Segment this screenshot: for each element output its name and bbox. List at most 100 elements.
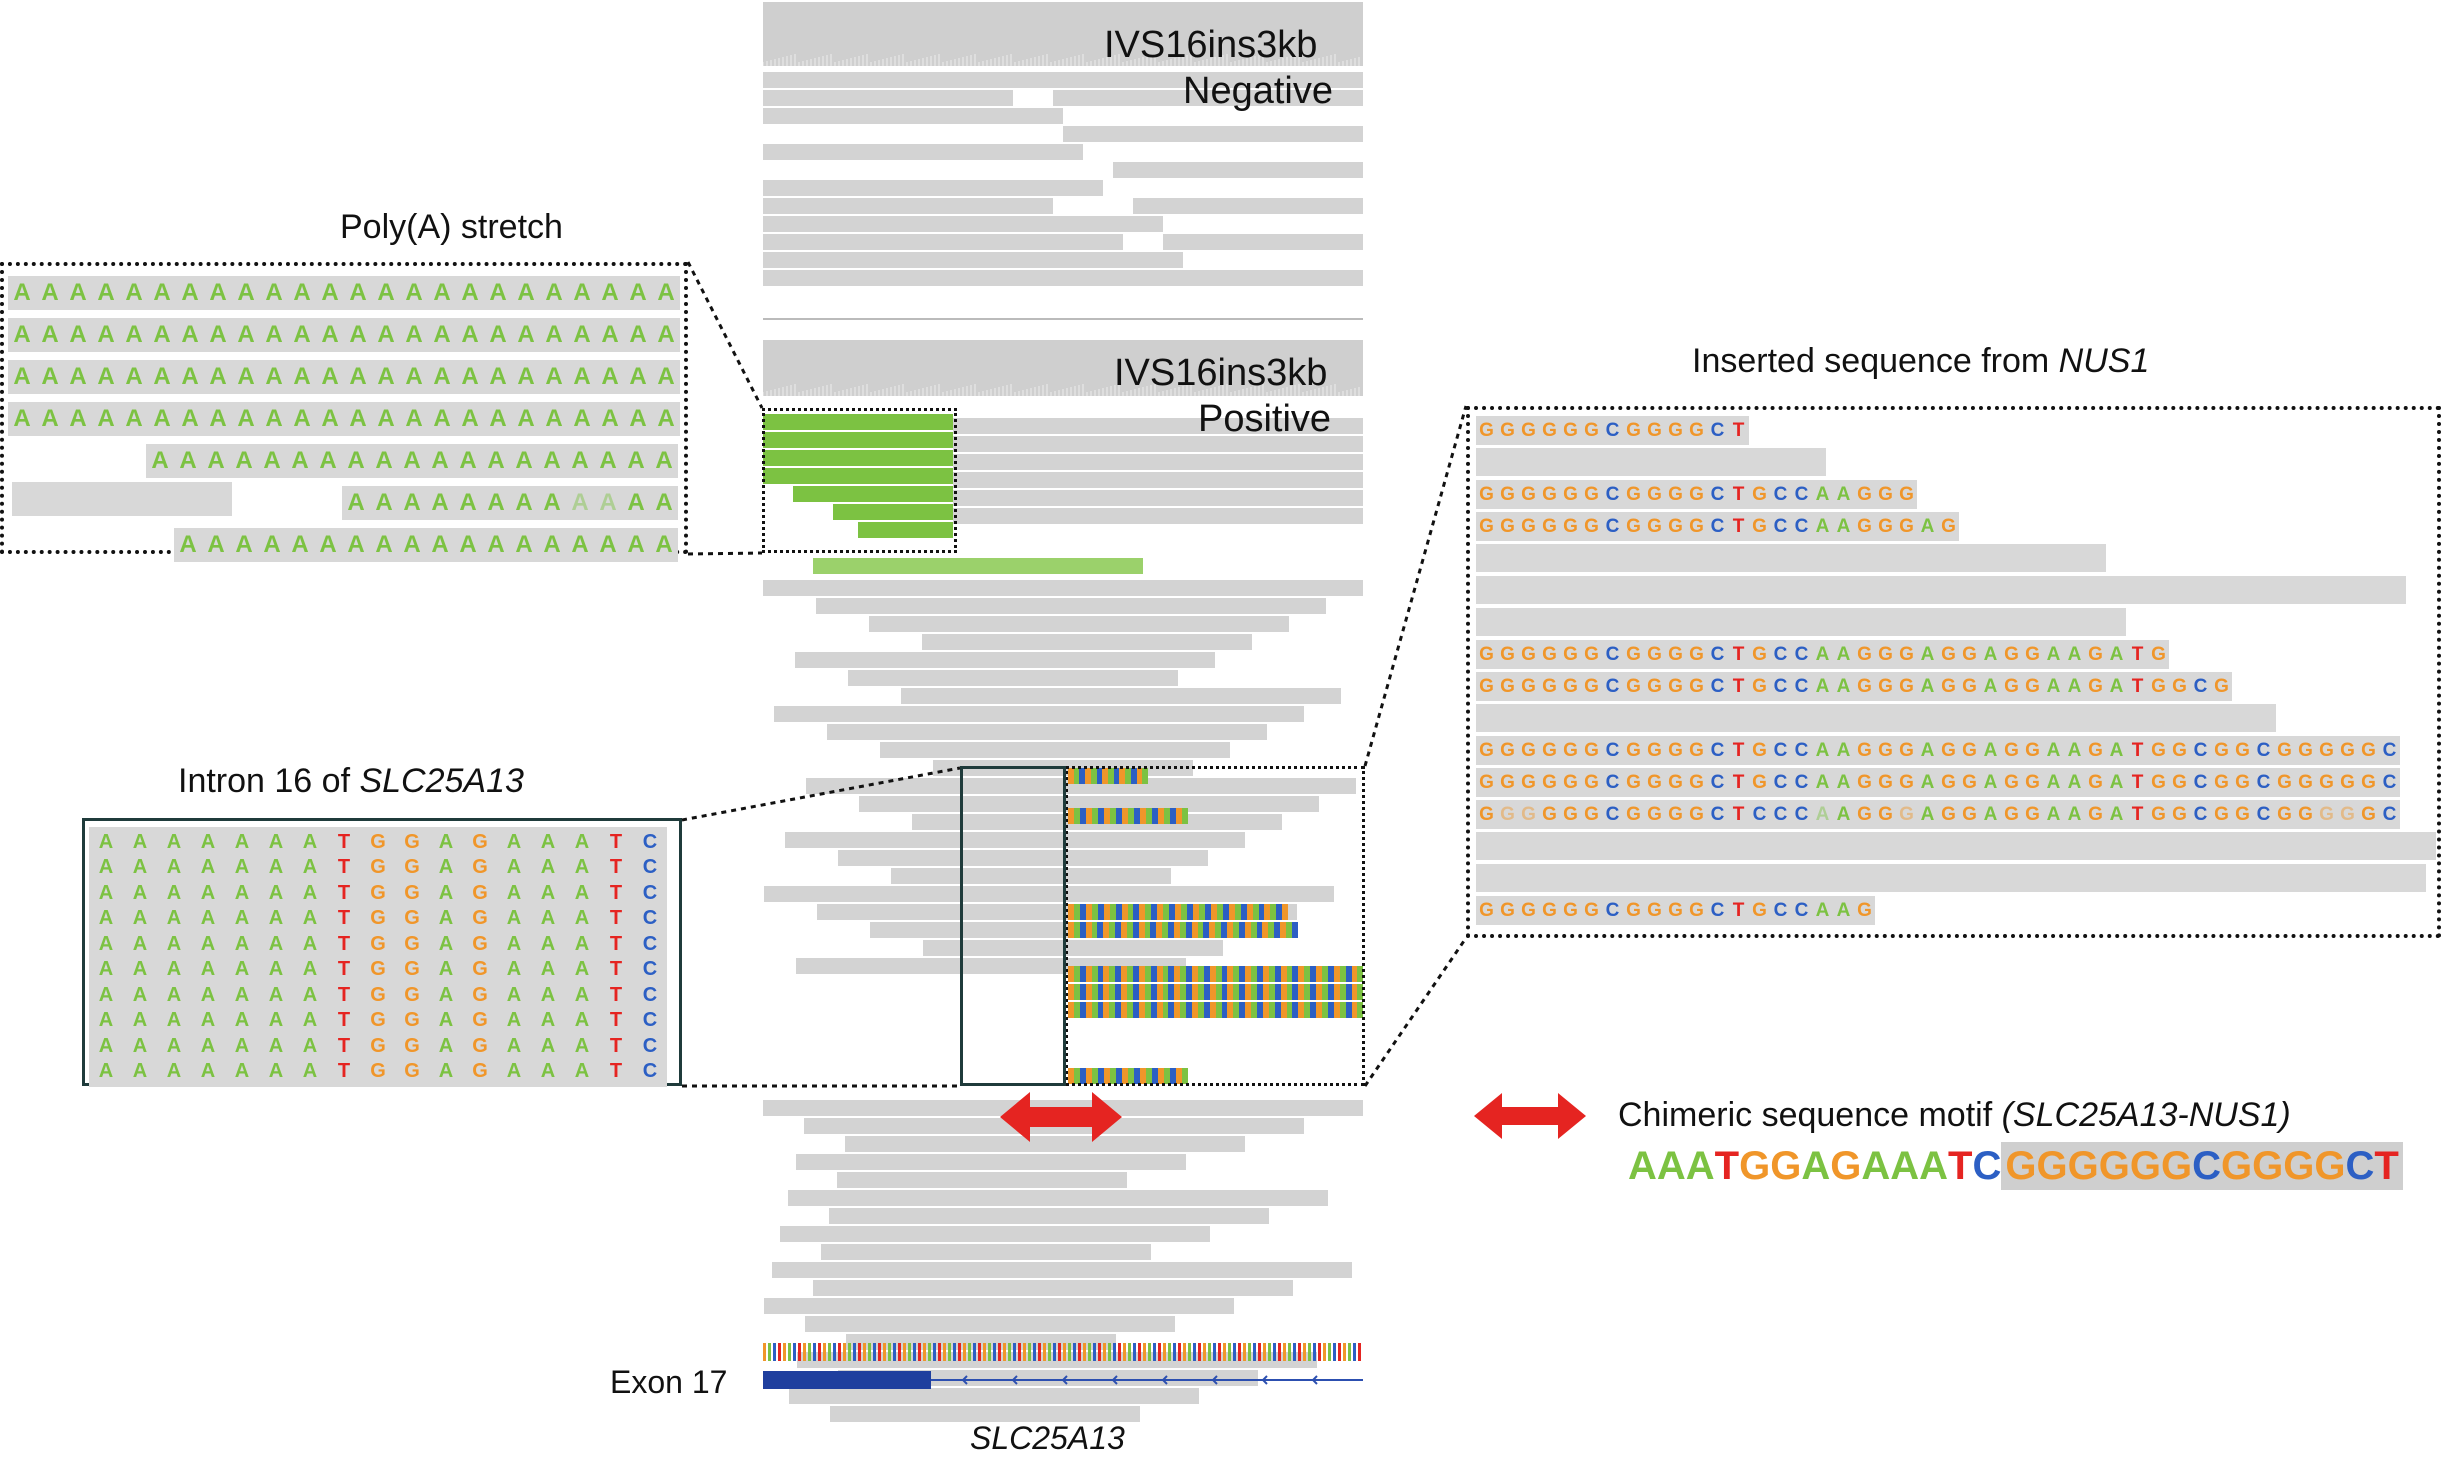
base-G: G [2214, 739, 2229, 761]
read-base [1215, 984, 1222, 1000]
junction-double-arrow [1000, 1092, 1122, 1142]
aligned-read [780, 1226, 1210, 1242]
aligned-read [805, 1316, 1175, 1332]
base-G: G [1668, 643, 1683, 665]
base-G: G [2235, 739, 2250, 761]
read-base [1233, 984, 1240, 1000]
read-base [1327, 984, 1334, 1000]
mixed-read [813, 558, 1143, 574]
read-base [1092, 808, 1098, 824]
read-base [1079, 984, 1086, 1000]
base-G: G [1563, 675, 1578, 697]
read-base [1227, 966, 1234, 982]
read-base [1246, 904, 1253, 920]
base-A: A [132, 1009, 148, 1031]
read-base [1291, 922, 1298, 938]
base-C: C [2256, 739, 2271, 761]
base-A: A [302, 856, 318, 878]
motif-base-G: G [2005, 1143, 2037, 1188]
base-G: G [1521, 643, 1536, 665]
base-A: A [1983, 643, 1998, 665]
base-G: G [1584, 515, 1599, 537]
base-G: G [1500, 739, 1515, 761]
base-G: G [370, 856, 386, 878]
base-G: G [2004, 675, 2019, 697]
read-base [1097, 966, 1104, 982]
base-A: A [375, 489, 393, 516]
base-A: A [2109, 739, 2124, 761]
read-base [1280, 966, 1287, 982]
base-C: C [2193, 675, 2208, 697]
read-base [1138, 1002, 1145, 1018]
read-base [1103, 966, 1110, 982]
inserted-title-prefix: Inserted sequence from [1692, 342, 2059, 380]
read-base [1156, 984, 1163, 1000]
base-C: C [2256, 803, 2271, 825]
base-A: A [1920, 675, 1935, 697]
base-A: A [405, 321, 423, 348]
read-base [1180, 984, 1187, 1000]
base-C: C [2382, 739, 2397, 761]
read-base [1085, 966, 1092, 982]
base-A: A [268, 1009, 284, 1031]
base-T: T [1732, 643, 1745, 665]
base-A: A [125, 321, 143, 348]
base-C: C [2382, 771, 2397, 793]
read-base [1221, 1002, 1228, 1018]
aligned-read [763, 216, 1163, 232]
polya-title: Poly(A) stretch [340, 208, 563, 246]
base-G: G [1563, 771, 1578, 793]
base-A: A [377, 363, 395, 390]
base-G: G [1647, 419, 1662, 441]
motif-base-G: G [2098, 1143, 2130, 1188]
base-A: A [438, 830, 454, 853]
base-G: G [1962, 771, 1977, 793]
read-base [1132, 984, 1139, 1000]
base-A: A [629, 321, 647, 348]
base-A: A [166, 983, 182, 1006]
read-base [1116, 808, 1122, 824]
base-C: C [642, 881, 658, 904]
read-base [1285, 922, 1292, 938]
read-base [1203, 984, 1210, 1000]
base-A: A [268, 1034, 284, 1057]
base-A: A [2109, 643, 2124, 665]
aligned-read [827, 724, 1267, 740]
base-A: A [321, 279, 339, 306]
base-A: A [153, 363, 171, 390]
base-A: A [265, 405, 283, 432]
base-A: A [489, 363, 507, 390]
read-base [1126, 922, 1133, 938]
read-base [1113, 768, 1120, 784]
base-A: A [459, 489, 477, 516]
aligned-read [816, 598, 1326, 614]
read-base [1144, 1002, 1151, 1018]
inserted-title: Inserted sequence from NUS1 [1692, 342, 2149, 381]
inserted-read [1068, 966, 1364, 982]
base-T: T [2131, 675, 2144, 697]
read-base [1158, 808, 1164, 824]
base-A: A [234, 932, 250, 955]
base-C: C [1773, 803, 1788, 825]
motif-base-A: A [1919, 1143, 1949, 1188]
read-base [1134, 1068, 1140, 1084]
base-G: G [2004, 739, 2019, 761]
read-base [1180, 966, 1187, 982]
read-base [1122, 1068, 1128, 1084]
read-base [1140, 808, 1146, 824]
read-base [1109, 966, 1116, 982]
base-A: A [655, 531, 673, 558]
read-base [1164, 1068, 1170, 1084]
base-A: A [268, 983, 284, 1006]
base-A: A [2109, 803, 2124, 825]
base-C: C [1710, 515, 1725, 537]
base-G: G [1479, 675, 1494, 697]
polya-grey-read [12, 482, 232, 516]
read-base [1234, 904, 1241, 920]
base-C: C [1710, 739, 1725, 761]
inserted-grey-read [1476, 544, 2106, 572]
base-T: T [337, 958, 351, 980]
base-A: A [268, 907, 284, 929]
